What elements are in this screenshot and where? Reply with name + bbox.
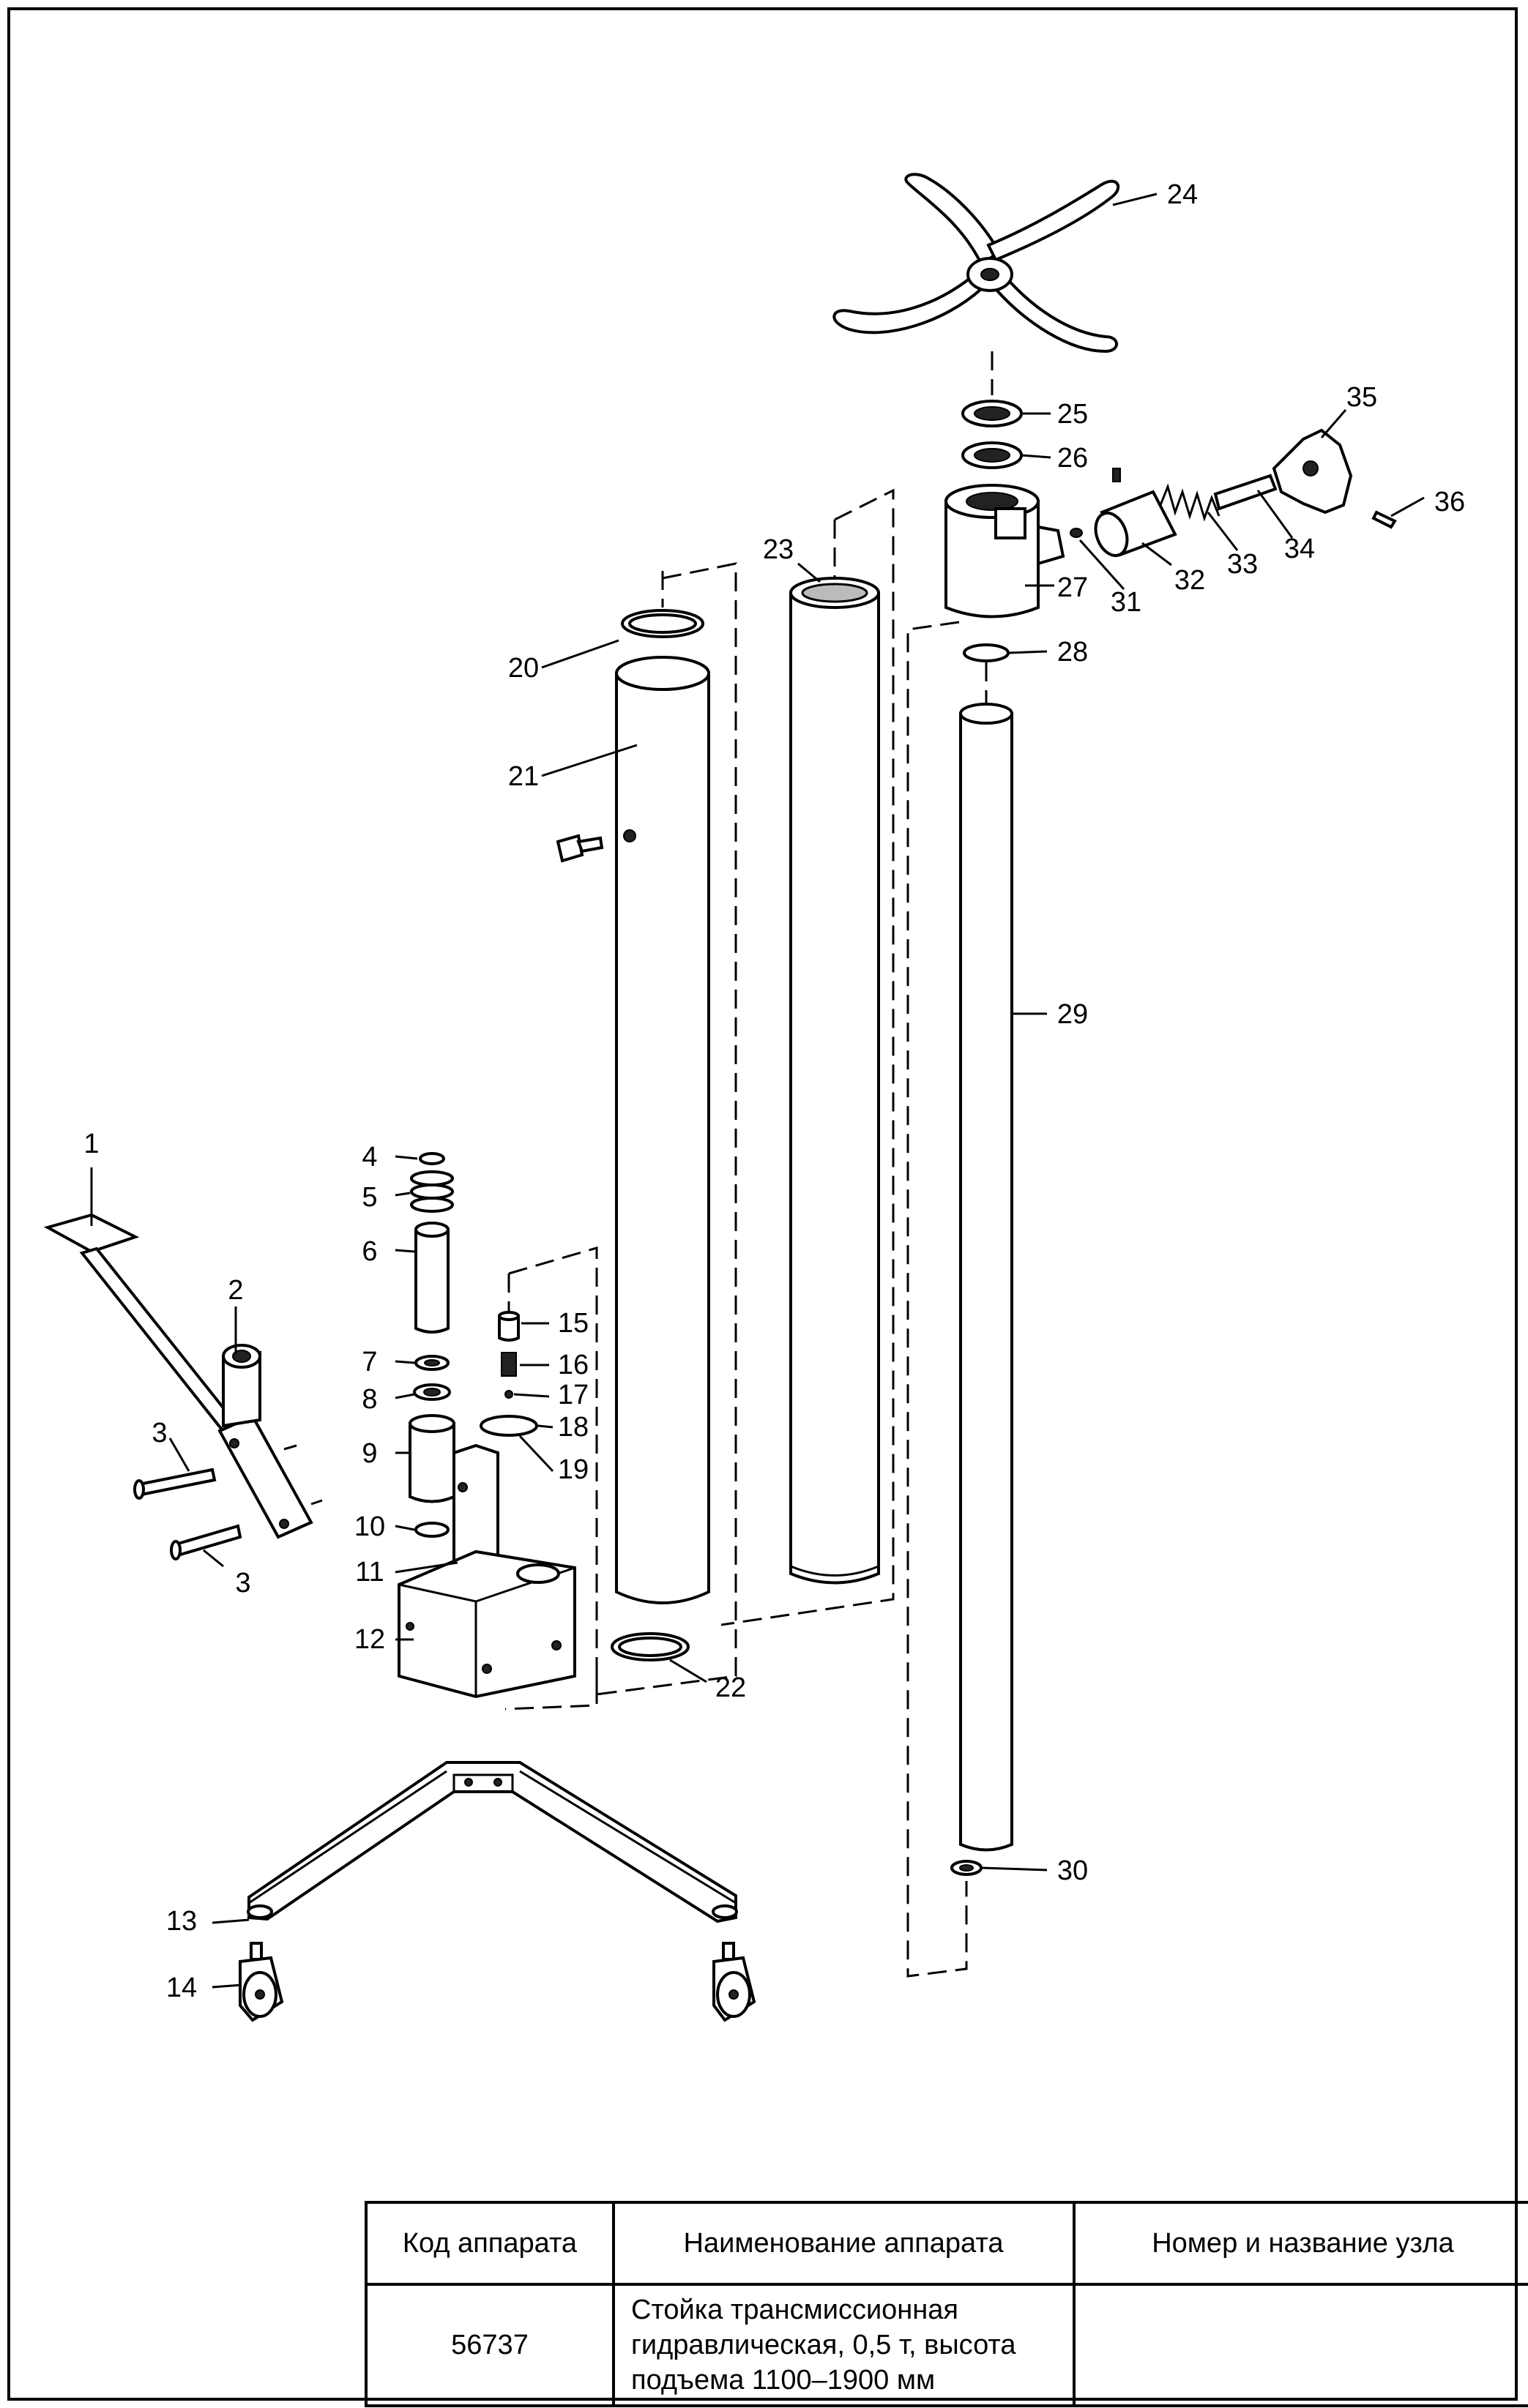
part-27-head-body: [944, 484, 1065, 618]
part-8-seal: [413, 1383, 451, 1401]
callout-18: 18: [558, 1412, 589, 1443]
callout-15: 15: [558, 1308, 589, 1339]
device-name-line-1: Стойка трансмиссионная: [631, 2295, 958, 2325]
callout-27: 27: [1057, 572, 1088, 603]
part-33-spring: [1159, 483, 1220, 522]
callout-19: 19: [558, 1454, 589, 1485]
part-1-pedal: [43, 1213, 313, 1539]
header-unit-name: Номер и название узла: [1073, 2201, 1528, 2286]
part-20-ring: [621, 609, 704, 638]
device-name: Стойка трансмиссионная гидравлическая, 0…: [612, 2283, 1076, 2407]
part-23-middle-tube: [789, 577, 880, 1585]
callout-20: 20: [508, 653, 539, 684]
part-32-sleeve: [1094, 468, 1177, 558]
callout-3b: 3: [235, 1568, 250, 1599]
pedal-clips: [283, 1444, 323, 1506]
part-31-pin: [1070, 528, 1083, 538]
callout-10: 10: [354, 1511, 385, 1542]
callout-28: 28: [1057, 637, 1088, 668]
part-5-spring: [410, 1170, 454, 1213]
callout-32: 32: [1174, 565, 1205, 596]
part-6-plunger: [414, 1222, 450, 1334]
callout-34: 34: [1284, 534, 1315, 564]
part-29-piston-rod: [959, 703, 1013, 1852]
part-25-ring: [961, 400, 1023, 427]
callout-26: 26: [1057, 443, 1088, 474]
callout-13: 13: [166, 1906, 197, 1937]
part-24-saddle: [832, 173, 1120, 354]
part-22-ring: [611, 1632, 690, 1661]
part-12-pump-base: [398, 1549, 576, 1699]
part-4-clip: [419, 1152, 445, 1165]
title-block: Код аппарата Наименование аппарата Номер…: [365, 2201, 1528, 2407]
callout-6: 6: [362, 1236, 377, 1267]
callout-17: 17: [558, 1380, 589, 1410]
bolt: [556, 834, 604, 863]
title-block-header-row: Код аппарата Наименование аппарата Номер…: [365, 2201, 1528, 2286]
callout-9: 9: [362, 1438, 377, 1469]
callout-23: 23: [763, 534, 794, 565]
part-18-oring: [480, 1415, 538, 1437]
callout-5: 5: [362, 1182, 377, 1213]
header-device-name: Наименование аппарата: [612, 2201, 1076, 2286]
callout-24: 24: [1167, 179, 1198, 210]
part-35-handwheel: [1272, 428, 1353, 515]
part-14-caster-right: [712, 1942, 756, 2022]
callout-35: 35: [1346, 382, 1377, 413]
part-7-seal: [414, 1355, 450, 1371]
callout-4: 4: [362, 1142, 377, 1173]
callout-12: 12: [354, 1624, 385, 1655]
part-16-fitting: [501, 1352, 517, 1377]
part-28-ring: [963, 643, 1010, 662]
callout-1: 1: [83, 1129, 99, 1159]
part-9-cylinder: [409, 1414, 455, 1503]
part-17-ball: [504, 1390, 513, 1399]
device-name-line-2: гидравлическая, 0,5 т, высота: [631, 2330, 1016, 2360]
part-3-pin-lower: [170, 1524, 242, 1560]
part-14-caster-left: [239, 1942, 284, 2022]
callout-33: 33: [1227, 549, 1258, 580]
callout-3a: 3: [152, 1418, 167, 1448]
callout-2: 2: [228, 1275, 243, 1306]
callout-36: 36: [1434, 487, 1465, 517]
callout-29: 29: [1057, 999, 1088, 1030]
callout-21: 21: [508, 761, 539, 792]
leader-lines: [90, 192, 1425, 1989]
part-2-bushing: [222, 1344, 261, 1428]
callout-16: 16: [558, 1350, 589, 1380]
device-code: 56737: [365, 2283, 615, 2407]
callout-22: 22: [715, 1672, 746, 1703]
title-block-value-row: 56737 Стойка трансмиссионная гидравличес…: [365, 2283, 1528, 2407]
unit-name: [1073, 2283, 1528, 2407]
part-10-seal: [414, 1522, 450, 1538]
part-13-base: [247, 1761, 738, 1923]
part-21-outer-tube: [615, 656, 710, 1604]
callout-31: 31: [1111, 587, 1141, 618]
callout-8: 8: [362, 1384, 377, 1415]
assembly-lines: [504, 351, 994, 1978]
callout-labels: 1 2 3 3 4 5 6 7 8 9 10 11 12 13 14 15 16…: [83, 179, 1465, 2003]
header-device-code: Код аппарата: [365, 2201, 615, 2286]
callout-30: 30: [1057, 1855, 1088, 1886]
callout-11: 11: [355, 1557, 384, 1588]
part-34-valve-stem: [1213, 474, 1278, 511]
part-15-cap: [498, 1311, 520, 1342]
part-26-ring: [961, 441, 1023, 469]
callout-7: 7: [362, 1347, 377, 1377]
callout-25: 25: [1057, 399, 1088, 430]
part-3-pin-upper: [133, 1467, 217, 1500]
part-36-screw: [1371, 510, 1397, 529]
device-name-line-3: подъема 1100–1900 мм: [631, 2365, 936, 2396]
callout-14: 14: [166, 1973, 197, 2003]
part-30-washer: [950, 1860, 983, 1876]
